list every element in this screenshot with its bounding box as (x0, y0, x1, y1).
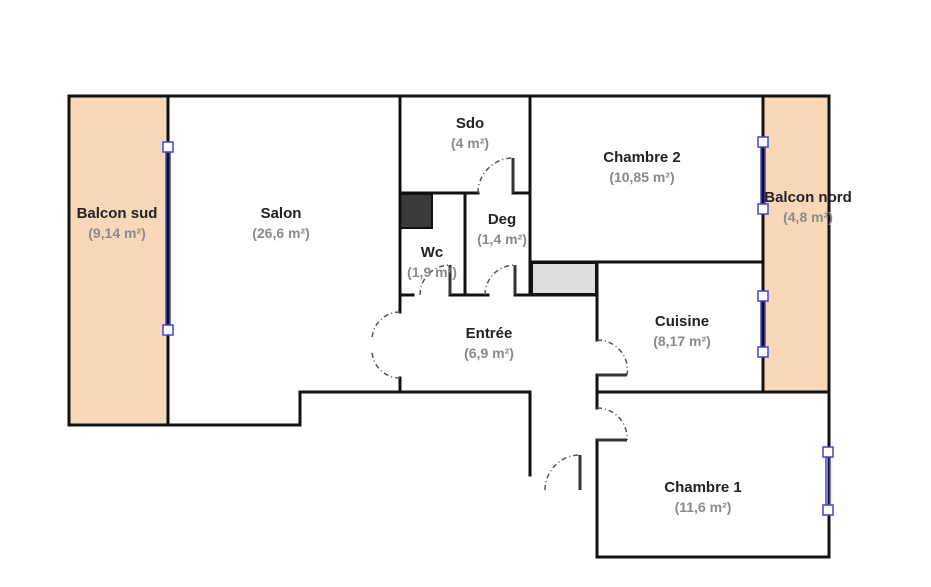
room-area: (4 m²) (450, 135, 490, 151)
room-area: (1,9 m²) (407, 264, 457, 280)
windows (162, 136, 834, 516)
room-area: (8,17 m²) (653, 333, 711, 349)
room-name: Balcon nord (764, 189, 852, 206)
doors (371, 157, 629, 491)
room-area: (26,6 m²) (252, 225, 310, 241)
room-name: Entrée (465, 325, 513, 342)
gray-block (531, 262, 597, 295)
room-name: Balcon sud (76, 205, 158, 222)
door-leaves (448, 158, 627, 490)
room-label-sdo: Sdo (4 m²) (451, 115, 489, 151)
room-area: (10,85 m²) (609, 169, 675, 185)
room-area: (1,4 m²) (477, 231, 527, 247)
room-name: Salon (260, 205, 302, 222)
walls (67, 94, 831, 559)
room-area: (11,6 m²) (674, 499, 732, 515)
room-name: Cuisine (654, 313, 710, 330)
room-label-cuisine: Cuisine (8,17 m²) (653, 313, 711, 349)
room-area: (6,9 m²) (464, 345, 514, 361)
balcon-sud-fill (69, 96, 168, 425)
room-label-salon: Salon (26,6 m²) (252, 205, 310, 241)
room-label-chambre-1: Chambre 1 (11,6 m²) (664, 479, 742, 515)
room-label-entree: Entrée (6,9 m²) (464, 325, 514, 361)
room-name: Chambre 1 (664, 479, 742, 496)
room-name: Sdo (455, 115, 485, 132)
room-area: (4,8 m²) (783, 209, 833, 225)
room-label-deg: Deg (1,4 m²) (477, 211, 527, 247)
room-name: Wc (420, 244, 444, 261)
room-name: Deg (487, 211, 517, 228)
room-area: (9,14 m²) (88, 225, 146, 241)
balcon-nord-fill (763, 96, 829, 392)
room-name: Chambre 2 (603, 149, 681, 166)
room-label-wc: Wc (1,9 m²) (407, 244, 457, 280)
room-label-chambre-2: Chambre 2 (10,85 m²) (603, 149, 681, 185)
room-label-balcon-sud: Balcon sud (9,14 m²) (77, 205, 158, 241)
dark-block (399, 193, 433, 229)
room-label-balcon-nord: Balcon nord (4,8 m²) (764, 189, 852, 225)
